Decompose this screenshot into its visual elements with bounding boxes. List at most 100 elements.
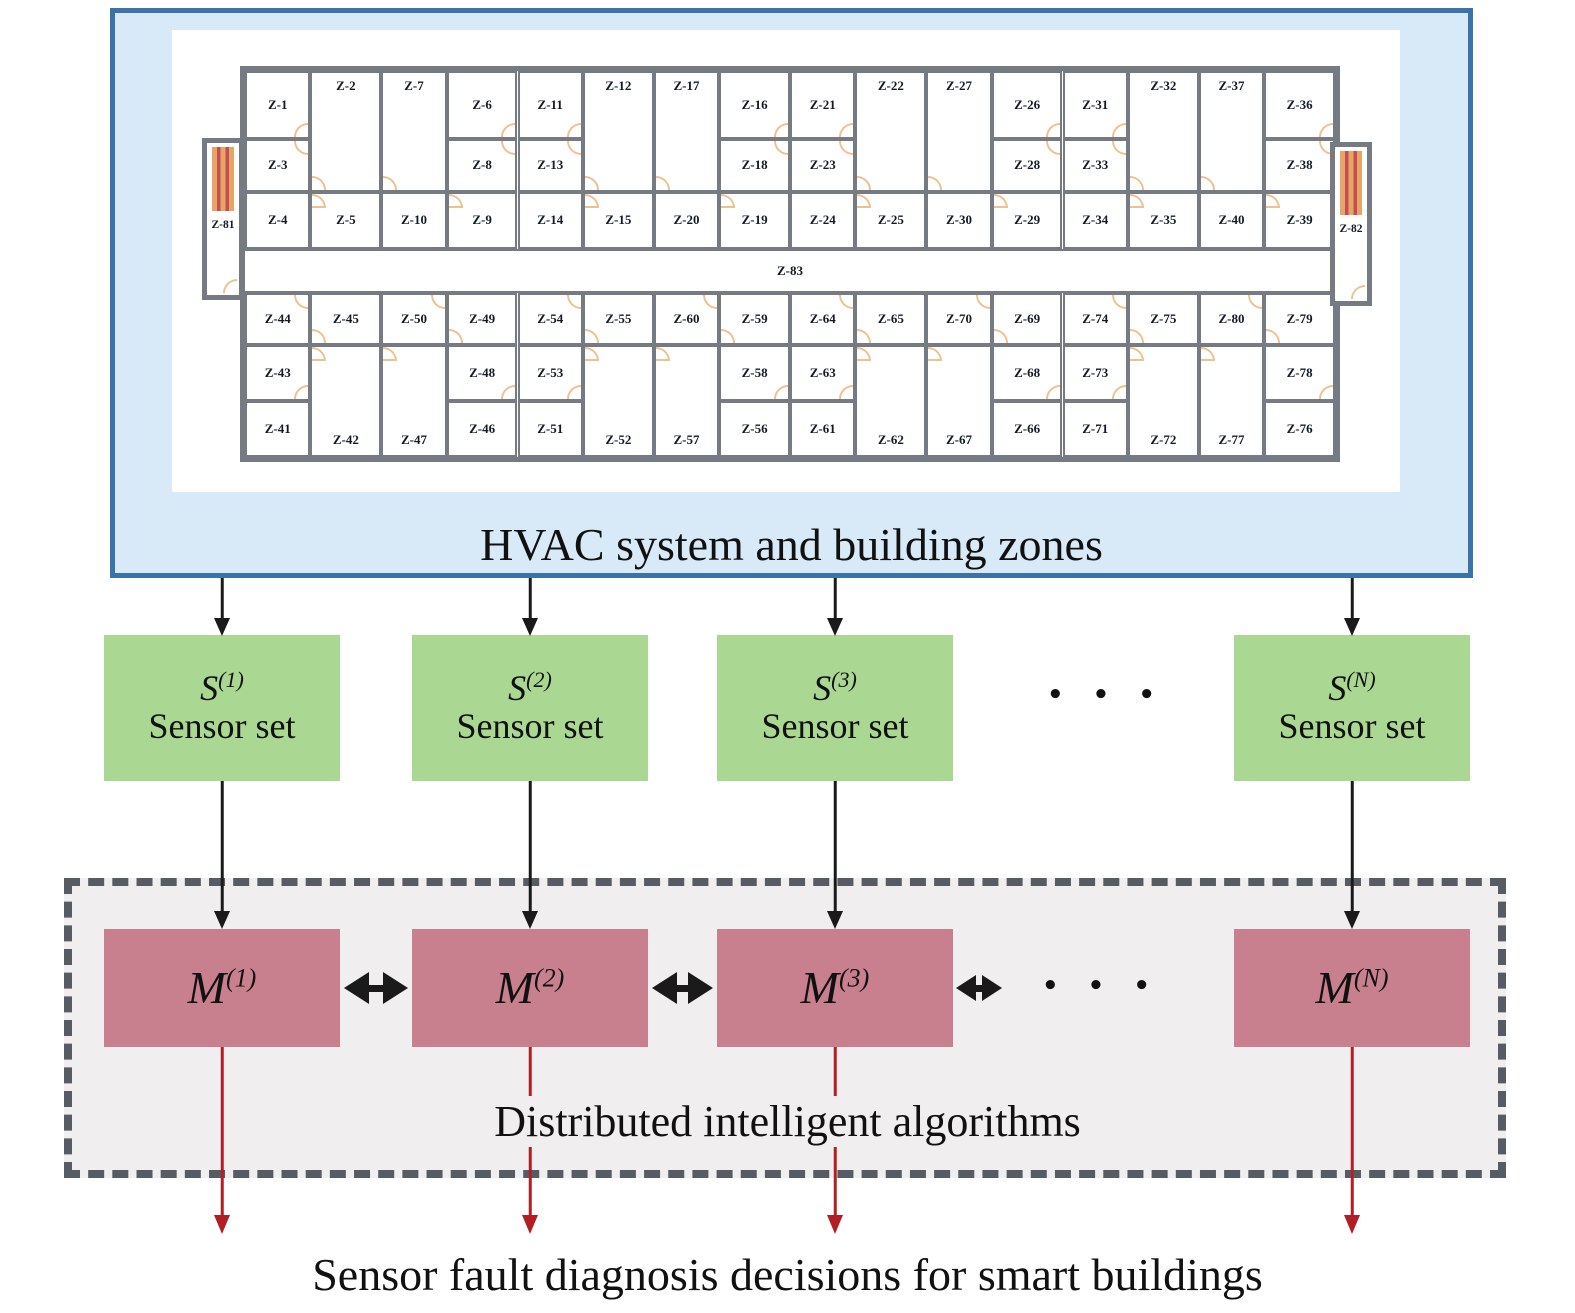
zone-label: Z-77: [1218, 431, 1245, 447]
door-arc-icon: [993, 329, 1008, 344]
zone-room: Z-71: [1062, 401, 1128, 457]
door-arc-icon: [312, 176, 327, 191]
zone-label: Z-8: [472, 157, 492, 173]
door-arc-icon: [584, 329, 599, 344]
zone-room: Z-32: [1127, 71, 1199, 193]
door-arc-icon: [1129, 347, 1144, 362]
zone-label: Z-20: [673, 212, 700, 228]
zone-room: Z-19: [719, 192, 790, 249]
algorithm-module-box-2: M(2): [412, 929, 648, 1047]
sensor-set-label: Sensor set: [761, 705, 909, 746]
zone-label: Z-21: [809, 96, 836, 112]
zone-label: Z-55: [605, 311, 632, 327]
zone-label: Z-25: [877, 212, 904, 228]
zone-room: Z-63: [790, 345, 856, 402]
zone-room: Z-45: [310, 293, 382, 346]
zone-room: Z-17: [653, 71, 720, 193]
zone-label: Z-56: [741, 421, 768, 437]
zone-label: Z-3: [267, 157, 288, 173]
zone-room: Z-54: [517, 293, 583, 346]
door-arc-icon: [448, 194, 463, 209]
zone-label: Z-60: [673, 311, 700, 327]
door-arc-icon: [1248, 295, 1263, 309]
module-symbol: M(N): [1315, 962, 1389, 1013]
door-arc-icon: [383, 347, 398, 362]
zone-label: Z-39: [1286, 212, 1313, 228]
zone-room: Z-23: [790, 138, 856, 193]
zone-label: Z-35: [1150, 212, 1177, 228]
sensor-set-label: Sensor set: [1278, 705, 1426, 746]
zone-label: Z-75: [1150, 311, 1177, 327]
zone-label: Z-19: [741, 212, 768, 228]
zone-room: Z-77: [1198, 345, 1265, 457]
zone-label: Z-33: [1082, 157, 1109, 173]
door-arc-icon: [1266, 329, 1281, 344]
door-arc-icon: [857, 329, 872, 344]
zone-label: Z-23: [809, 157, 836, 173]
zone-label: Z-80: [1218, 311, 1245, 327]
zone-label: Z-28: [1014, 157, 1041, 173]
zone-label: Z-41: [264, 421, 291, 437]
diagram-caption: Sensor fault diagnosis decisions for sma…: [312, 1249, 1263, 1300]
door-arc-icon: [1111, 140, 1126, 155]
door-arc-icon: [993, 194, 1008, 209]
door-arc-icon: [721, 329, 736, 344]
door-arc-icon: [223, 279, 237, 293]
zone-room: Z-66: [991, 401, 1063, 457]
zone-label: Z-67: [945, 431, 972, 447]
right-ahu-room: Z-82: [1330, 142, 1372, 306]
zone-label: Z-34: [1082, 212, 1109, 228]
zone-label: Z-54: [537, 311, 564, 327]
zone-room: Z-34: [1062, 192, 1128, 249]
zone-room: Z-80: [1198, 293, 1265, 346]
zone-label: Z-79: [1286, 311, 1313, 327]
door-arc-icon: [312, 194, 327, 209]
door-arc-icon: [773, 140, 788, 155]
door-arc-icon: [1318, 385, 1333, 400]
module-row-ellipsis: • • •: [1042, 971, 1160, 1001]
zone-label: Z-70: [945, 311, 972, 327]
zone-label: Z-64: [809, 311, 836, 327]
door-arc-icon: [1129, 194, 1144, 209]
zone-label: Z-30: [945, 212, 972, 228]
door-arc-icon: [839, 385, 854, 400]
distributed-algorithms-label: Distributed intelligent algorithms: [474, 1096, 1101, 1147]
zone-label: Z-53: [537, 365, 564, 381]
zone-label: Z-7: [404, 78, 424, 93]
module-symbol: M(1): [187, 962, 257, 1013]
door-arc-icon: [566, 385, 581, 400]
door-arc-icon: [1046, 385, 1061, 400]
zone-room: Z-47: [381, 345, 447, 457]
zone-label: Z-72: [1150, 431, 1177, 447]
door-arc-icon: [584, 176, 599, 191]
left-ahu-zone-label: Z-81: [211, 219, 235, 231]
door-arc-icon: [312, 329, 327, 344]
zone-room: Z-79: [1264, 293, 1335, 346]
zone-label: Z-16: [741, 96, 768, 112]
zone-room: Z-68: [991, 345, 1063, 402]
zone-label: Z-52: [605, 431, 632, 447]
zone-label: Z-10: [400, 212, 427, 228]
door-arc-icon: [566, 140, 581, 155]
door-arc-icon: [294, 122, 309, 137]
zone-label: Z-22: [877, 78, 904, 93]
zone-room: Z-22: [855, 71, 927, 193]
door-arc-icon: [839, 295, 854, 309]
zone-room: Z-2: [310, 71, 382, 193]
zone-room: Z-41: [245, 401, 311, 457]
zone-label: Z-14: [537, 212, 564, 228]
door-arc-icon: [773, 122, 788, 137]
door-arc-icon: [1046, 122, 1061, 137]
zone-room: Z-11: [517, 71, 583, 139]
door-arc-icon: [857, 347, 872, 362]
